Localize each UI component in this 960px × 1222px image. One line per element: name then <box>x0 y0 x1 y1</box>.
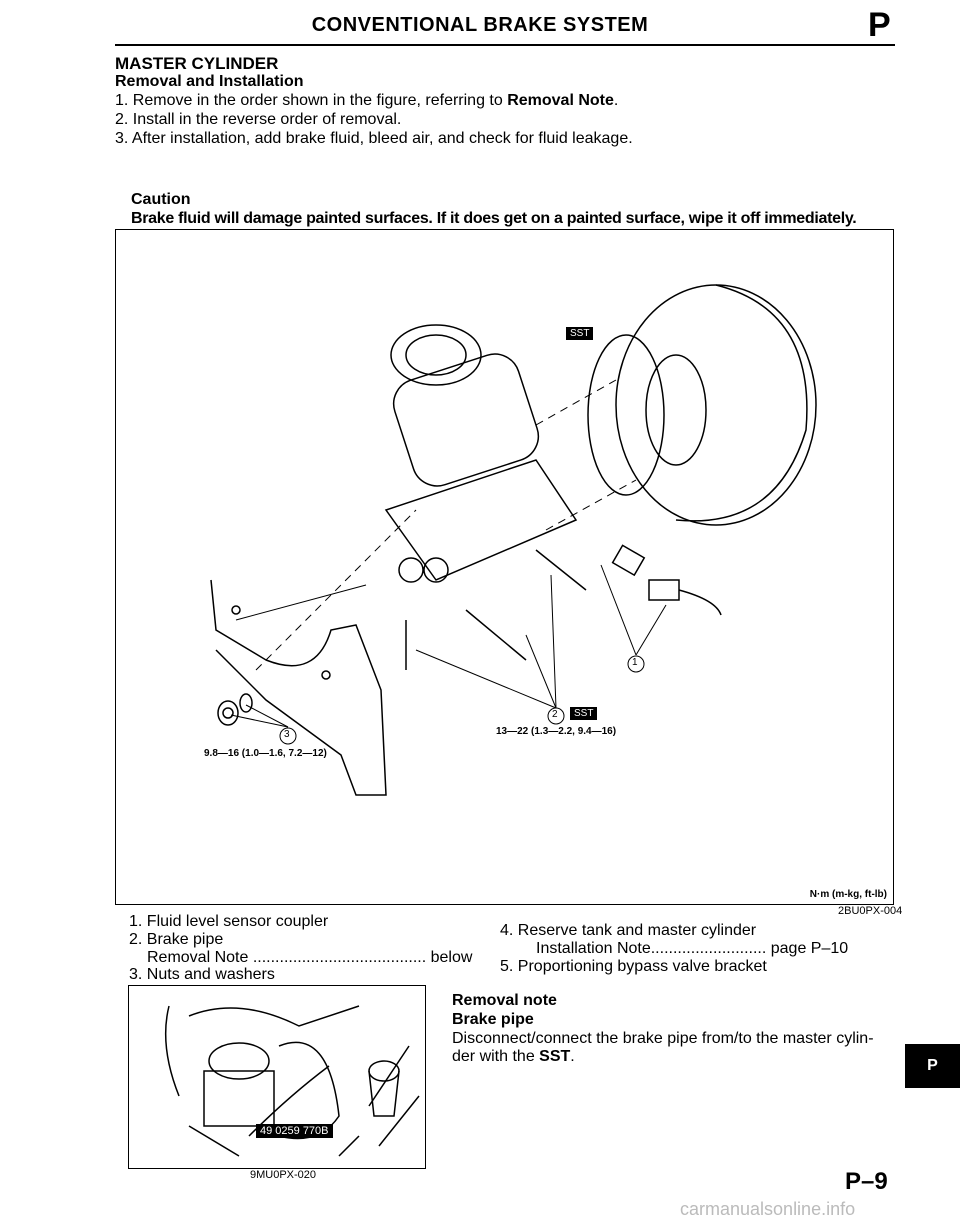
removal-note-text: Disconnect/connect the brake pipe from/t… <box>452 1030 892 1066</box>
watermark: carmanualsonline.info <box>680 1199 856 1219</box>
legend-item-1: 1. Fluid level sensor coupler <box>129 913 329 930</box>
page-header-title: CONVENTIONAL BRAKE SYSTEM <box>311 14 649 36</box>
section-letter: P <box>868 6 891 44</box>
removal-note-subtitle: Brake pipe <box>452 1011 534 1028</box>
section-subtitle: Removal and Installation <box>115 73 304 90</box>
removal-figure: 49 0259 770B <box>128 985 426 1169</box>
brake-pipe-removal-illustration <box>164 1005 420 1157</box>
step-1: 1. Remove in the order shown in the figu… <box>115 92 618 110</box>
callout-2: 2 <box>552 709 558 720</box>
header-rule <box>115 44 895 46</box>
removal-note-body: Disconnect/connect the brake pipe from/t… <box>452 1030 874 1065</box>
removal-note-sst: SST <box>539 1048 571 1065</box>
figure-code: 2BU0PX-004 <box>838 905 903 917</box>
step-2: 2. Install in the reverse order of remov… <box>115 111 402 128</box>
caution-text: Brake fluid will damage painted surfaces… <box>131 210 857 227</box>
torque-spec-3: 9.8—16 (1.0—1.6, 7.2—12) <box>204 748 327 759</box>
callout-1: 1 <box>632 657 638 668</box>
legend-item-4-note: Installation Note.......................… <box>536 940 849 957</box>
section-title: MASTER CYLINDER <box>115 54 279 73</box>
removal-note-title: Removal note <box>452 992 557 1009</box>
master-cylinder-illustration <box>210 284 817 796</box>
removal-note-end: . <box>570 1048 575 1065</box>
caution-title: Caution <box>131 191 191 208</box>
exploded-view-figure: SST 1 2 SST 13—22 (1.3—2.2, 9.4—16) 3 9.… <box>115 229 894 905</box>
torque-spec-2: 13—22 (1.3—2.2, 9.4—16) <box>496 726 617 737</box>
sst-badge-2: SST <box>570 707 598 720</box>
legend-item-2-note: Removal Note ...........................… <box>147 949 473 966</box>
legend-item-2: 2. Brake pipe <box>129 931 224 948</box>
step-1-end: . <box>613 92 619 109</box>
callout-3: 3 <box>284 729 290 740</box>
torque-units: N·m (m-kg, ft-lb) <box>809 889 887 900</box>
figure2-code: 9MU0PX-020 <box>250 1169 317 1181</box>
legend-item-3: 3. Nuts and washers <box>129 966 275 983</box>
step-3: 3. After installation, add brake fluid, … <box>115 130 633 147</box>
legend-item-4: 4. Reserve tank and master cylinder <box>500 922 757 939</box>
legend-item-5: 5. Proportioning bypass valve bracket <box>500 958 767 975</box>
step-1-text: 1. Remove in the order shown in the figu… <box>115 92 508 109</box>
sst-tool-number: 49 0259 770B <box>256 1124 333 1138</box>
sst-badge: SST <box>566 327 594 340</box>
page-number: P–9 <box>845 1168 888 1195</box>
section-side-tab: P <box>905 1044 960 1088</box>
step-1-ref: Removal Note <box>507 92 614 109</box>
